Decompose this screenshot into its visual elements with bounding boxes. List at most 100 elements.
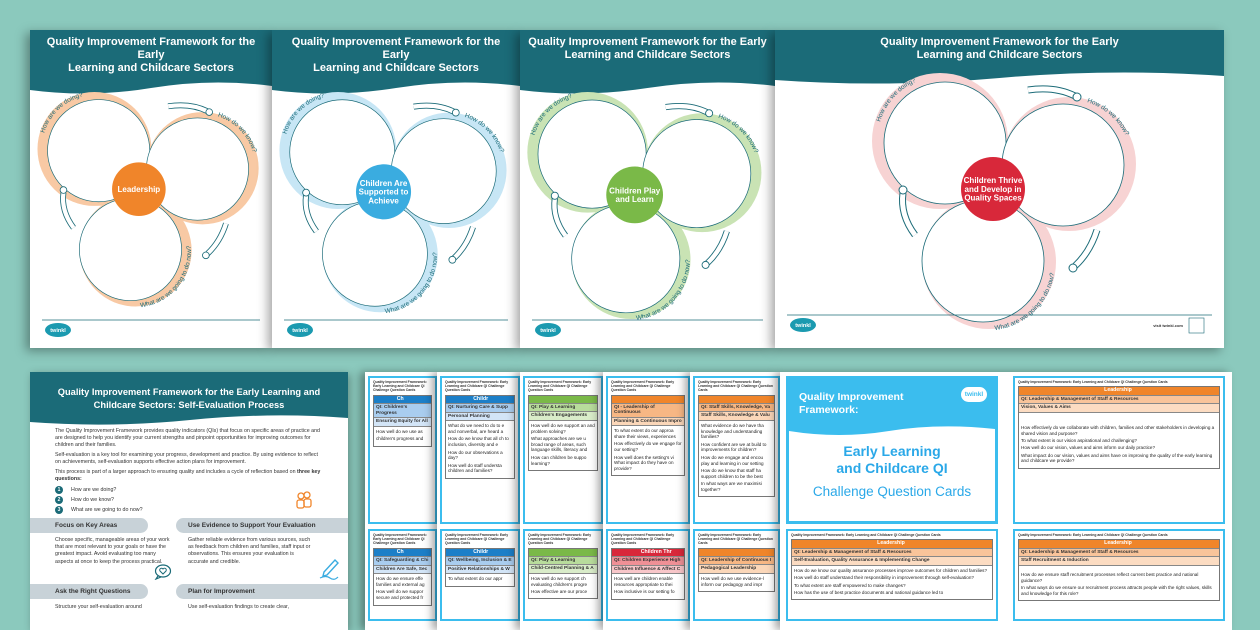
section-heading: Plan for Improvement xyxy=(176,584,348,599)
card-qi: QI: Leadership & Management of Staff & R… xyxy=(1019,395,1219,405)
card-qi: QI: Leadership & Management of Staff & R… xyxy=(792,548,992,558)
heading-line: and Childcare QI xyxy=(836,460,948,476)
card-qi: QI: Safeguarding & Chi xyxy=(374,557,431,566)
card-sheet-front: Quality Improvement Framework: twinkl Ea… xyxy=(780,372,1232,630)
card-qi: QI: Children's Progress xyxy=(374,404,431,419)
card-category: Leadership xyxy=(792,540,992,549)
title-line: Learning and Childcare Sectors xyxy=(313,62,479,74)
challenge-question: children's progress and xyxy=(376,436,424,442)
header-band xyxy=(520,30,775,94)
header-band xyxy=(30,30,272,94)
card-qi: QI: Children Experience High xyxy=(612,557,684,566)
cover-card: Quality Improvement Framework: twinkl Ea… xyxy=(786,376,998,524)
number-badge: 2 xyxy=(55,496,63,504)
center-label: and Learn xyxy=(616,195,654,204)
challenge-question: How do our observations a day? xyxy=(448,449,503,461)
card-kicker: Quality Improvement Framework: Early Lea… xyxy=(528,380,592,393)
card-questions: What do we need to do to e and nonverbal… xyxy=(446,421,514,477)
card-qi: QI: Staff Skills, Knowledge, Va xyxy=(699,403,774,413)
card-kicker: Quality Improvement Framework: Early Lea… xyxy=(373,380,427,393)
arrow-head-icon xyxy=(1072,92,1082,102)
heading-line: Early Learning xyxy=(843,443,941,459)
challenge-question: What approaches are we u broad range of … xyxy=(531,435,588,453)
section-heading: Focus on Key Areas xyxy=(30,518,148,533)
card-qi: QI: Play & Learning xyxy=(529,556,597,566)
section-text: Choose specific, manageable areas of you… xyxy=(55,537,170,565)
cover-subheading: Challenge Question Cards xyxy=(812,484,972,499)
arrow-head-icon xyxy=(205,108,213,116)
card-theme: Self-Evaluation, Quality Assurance & Imp… xyxy=(792,557,992,566)
card-category xyxy=(529,395,597,404)
title-line: Learning and Childcare Sectors xyxy=(916,49,1083,61)
process-text: This process is part of a larger approac… xyxy=(55,469,298,475)
card-sheet: Quality Improvement Framework: Early Lea… xyxy=(690,372,780,630)
card-kicker: Quality Improvement Framework: Early Lea… xyxy=(1018,380,1168,384)
arrow-head-icon xyxy=(451,108,460,117)
card-category: Childr xyxy=(446,395,514,405)
title-line: Childcare Sectors: Self-Evaluation Proce… xyxy=(93,400,285,410)
card-kicker: Quality Improvement Framework: Early Lea… xyxy=(445,533,509,546)
card-category: Ch xyxy=(374,395,431,405)
twinkl-logo: twinkl xyxy=(961,387,987,402)
challenge-question: How well do staff understa children and … xyxy=(448,462,502,474)
card-theme: Children's Engagements xyxy=(529,412,597,421)
twinkl-logo xyxy=(287,323,313,337)
challenge-question: How well do we support an and problem so… xyxy=(531,422,595,434)
card-kicker: Quality Improvement Framework: Early Lea… xyxy=(698,533,773,546)
challenge-question: To what extent do our approa share their… xyxy=(614,428,676,440)
card-questions: To what extent do our appr xyxy=(446,574,514,585)
arrow-icon xyxy=(552,198,568,237)
card-qi: QI: Play & Learning xyxy=(529,403,597,413)
process-bold: three key questions: xyxy=(55,469,321,483)
twinkl-logo xyxy=(45,323,71,337)
center-circle xyxy=(961,157,1025,221)
challenge-question: How well are children enable resources a… xyxy=(614,576,673,588)
challenge-question: How has the use of best practice documen… xyxy=(794,589,944,595)
challenge-question: How do we engage and encou play and lear… xyxy=(701,454,764,466)
card-qi: QI: Leadership & Management of Staff & R… xyxy=(1019,548,1219,558)
challenge-question: To what extent are staff empowered to ma… xyxy=(794,582,906,588)
card-kicker: Quality Improvement Framework: Early Lea… xyxy=(698,380,773,393)
challenge-question: How well do staff understand their respo… xyxy=(794,575,974,581)
center-label: Children Thrive xyxy=(964,176,1023,185)
arrow-head-icon xyxy=(705,109,714,118)
card-kicker: Quality Improvement Framework: Early Lea… xyxy=(611,380,675,393)
reflection-circle xyxy=(1001,103,1125,227)
card-theme: Pedagogical Leadership xyxy=(699,565,774,574)
card-questions: How well do we support ch evaluating chi… xyxy=(529,574,597,598)
card-sheet: Quality Improvement Framework: Early Lea… xyxy=(437,372,520,630)
card-theme: Planning & Continuous Impro xyxy=(612,417,684,427)
card-questions: How do we know our quality assurance pro… xyxy=(792,566,992,599)
cover-header-band xyxy=(789,379,995,435)
card-category: Childr xyxy=(446,548,514,558)
arrow-icon xyxy=(452,226,476,260)
card-questions: To what extent do our approa share their… xyxy=(612,426,684,475)
question-card: Quality Improvement Framework: Early Lea… xyxy=(523,529,603,621)
arrow-head-icon xyxy=(59,186,68,194)
twinkl-logo-text: twinkl xyxy=(795,323,811,329)
arrow-head-icon xyxy=(448,255,457,264)
challenge-question: How effectively do we collaborate with c… xyxy=(1021,424,1215,436)
card-theme: Staff Skills, Knowledge & Valu xyxy=(699,412,774,421)
header-band xyxy=(30,372,348,425)
challenge-question: How well do our vision, values and aims … xyxy=(1021,445,1156,451)
section-text: Gather reliable evidence from various so… xyxy=(188,537,311,565)
number-badge: 3 xyxy=(55,506,63,514)
question-card: Quality Improvement Framework: Early Lea… xyxy=(368,376,437,524)
question-card: Quality Improvement Framework: Early Lea… xyxy=(368,529,437,621)
question-card: Quality Improvement Framework: Early Lea… xyxy=(693,376,780,524)
section-text: Structure your self-evaluation around xyxy=(55,604,142,610)
